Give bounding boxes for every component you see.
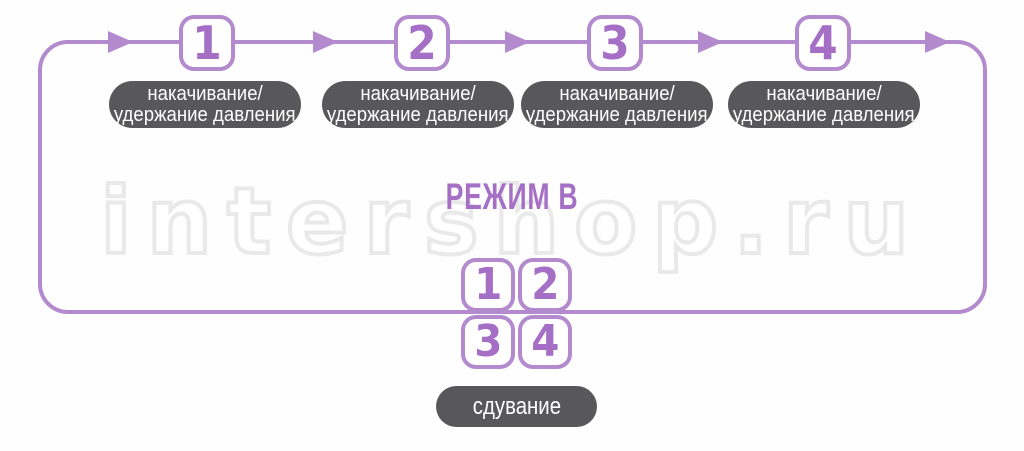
grid-box-4: 4 bbox=[518, 315, 572, 369]
grid-box-3: 3 bbox=[461, 315, 515, 369]
step-2-label-pill: накачивание/ удержание давления bbox=[322, 81, 514, 128]
grid-number: 2 bbox=[530, 259, 560, 310]
deflate-label: сдувание bbox=[472, 392, 561, 420]
mode-title: РЕЖИМ В bbox=[445, 176, 579, 217]
step-4-number-box: 4 bbox=[795, 15, 851, 71]
step-label-line: накачивание/ bbox=[766, 82, 882, 105]
arrow-right-icon bbox=[698, 31, 723, 53]
arrow-right-icon bbox=[313, 31, 338, 53]
watermark-text: intershop.ru bbox=[98, 168, 924, 275]
step-label-line: накачивание/ bbox=[147, 82, 263, 105]
arrow-right-icon bbox=[925, 31, 950, 53]
step-1-number-box: 1 bbox=[179, 15, 235, 71]
step-number: 1 bbox=[192, 16, 222, 70]
step-1-label-pill: накачивание/ удержание давления bbox=[109, 81, 301, 128]
grid-number: 3 bbox=[473, 316, 503, 367]
step-2-number-box: 2 bbox=[394, 15, 450, 71]
grid-box-2: 2 bbox=[518, 258, 572, 312]
step-3-label-pill: накачивание/ удержание давления bbox=[521, 81, 713, 128]
grid-number: 1 bbox=[473, 259, 503, 310]
step-label-line: накачивание/ bbox=[360, 82, 476, 105]
step-label-line: удержание давления bbox=[114, 103, 296, 126]
step-number: 2 bbox=[407, 16, 437, 70]
step-label-line: удержание давления bbox=[327, 103, 509, 126]
step-3-number-box: 3 bbox=[587, 15, 643, 71]
step-4-label-pill: накачивание/ удержание давления bbox=[728, 81, 920, 128]
grid-box-1: 1 bbox=[461, 258, 515, 312]
numbers-grid: 1 2 3 4 bbox=[461, 258, 572, 369]
step-number: 3 bbox=[600, 16, 630, 70]
grid-number: 4 bbox=[530, 316, 560, 367]
step-label-line: накачивание/ bbox=[559, 82, 675, 105]
arrow-right-icon bbox=[505, 31, 530, 53]
step-label-line: удержание давления bbox=[526, 103, 708, 126]
step-number: 4 bbox=[808, 16, 838, 70]
arrow-right-icon bbox=[108, 31, 133, 53]
step-label-line: удержание давления bbox=[733, 103, 915, 126]
deflate-pill: сдувание bbox=[436, 386, 597, 427]
